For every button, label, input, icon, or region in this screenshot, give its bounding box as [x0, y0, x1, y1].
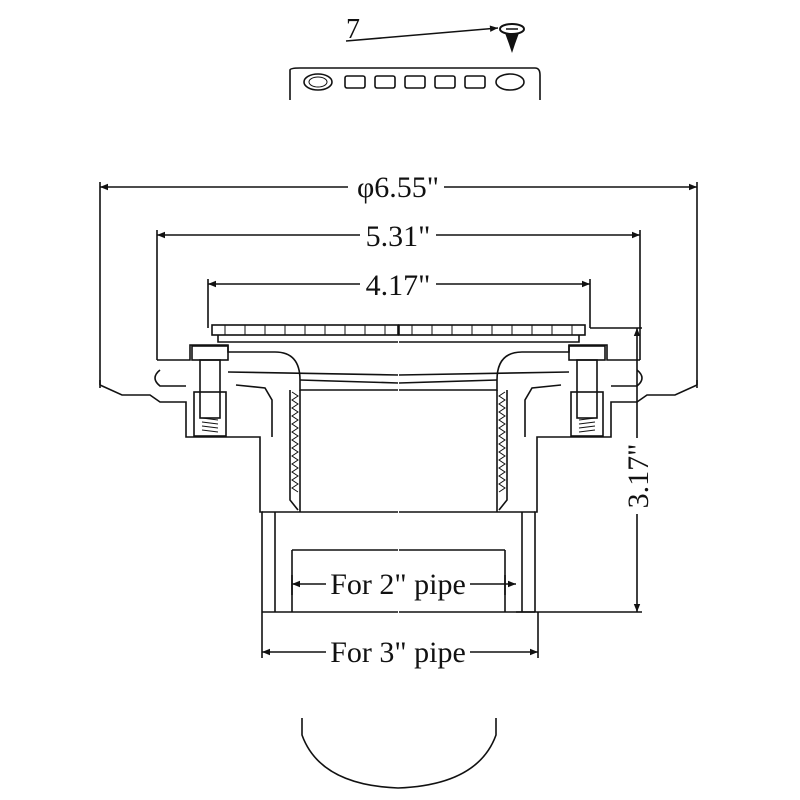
- drain-cup: [301, 718, 497, 789]
- dimension-grate-width: 4.17": [207, 266, 591, 328]
- callout-leader: [345, 25, 499, 42]
- flange-width-label: 5.31": [366, 220, 431, 253]
- outer-pipe-label: For 3" pipe: [330, 636, 466, 669]
- dimension-2in-pipe: For 2" pipe: [292, 566, 516, 602]
- dimension-height: 3.17": [516, 327, 655, 613]
- screw-icon: [499, 23, 525, 53]
- callout-number: 7: [346, 14, 360, 45]
- height-label: 3.17": [622, 444, 655, 509]
- drain-body-left-half: [99, 324, 399, 613]
- part-callout-7: 7: [345, 14, 499, 45]
- grate-width-label: 4.17": [366, 269, 431, 302]
- dimension-outer-diameter: φ6.55": [99, 168, 698, 388]
- outer-diameter-label: φ6.55": [357, 171, 439, 204]
- dimension-3in-pipe: For 3" pipe: [261, 612, 539, 670]
- inner-pipe-label: For 2" pipe: [330, 568, 466, 601]
- grate-top-view: [289, 67, 541, 100]
